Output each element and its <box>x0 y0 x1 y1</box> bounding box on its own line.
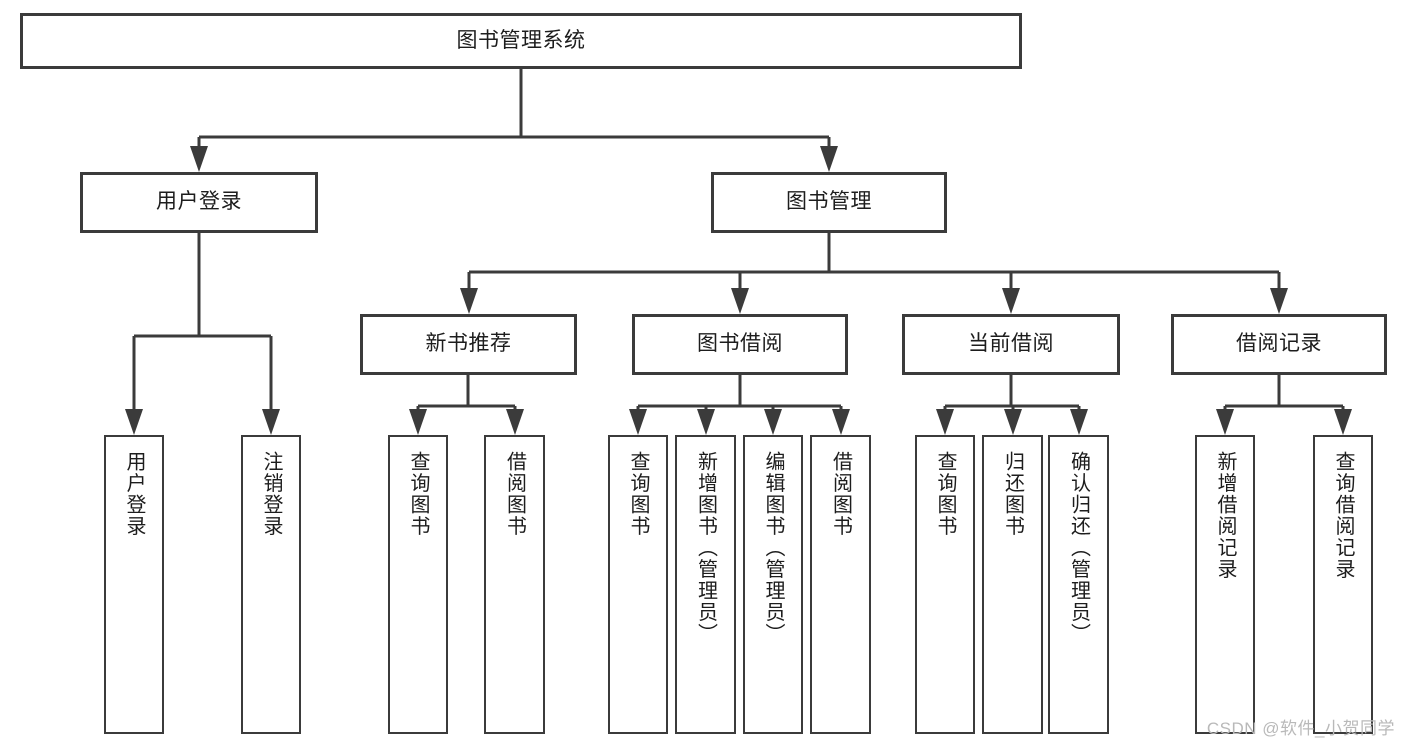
node-leaf_10[interactable]: 确认归还（管理员） <box>1048 435 1109 734</box>
node-label: 查询图书 <box>407 451 429 537</box>
node-leaf_8[interactable]: 查询图书 <box>915 435 975 734</box>
node-label: 用户登录 <box>123 451 145 537</box>
node-label: 新增图书（管理员） <box>694 451 717 645</box>
node-label: 当前借阅 <box>968 332 1054 356</box>
node-l3_2[interactable]: 当前借阅 <box>902 314 1120 375</box>
node-label: 查询图书 <box>934 451 956 537</box>
node-label: 查询借阅记录 <box>1332 451 1354 580</box>
arrow-head-icon <box>764 409 782 435</box>
node-label: 借阅图书 <box>503 451 526 537</box>
node-l3_3[interactable]: 借阅记录 <box>1171 314 1387 375</box>
arrow-head-icon <box>262 409 280 435</box>
arrow-head-icon <box>731 288 749 314</box>
node-root[interactable]: 图书管理系统 <box>20 13 1022 69</box>
node-label: 确认归还（管理员） <box>1067 451 1090 645</box>
arrow-head-icon <box>820 146 838 172</box>
arrow-head-icon <box>1334 409 1352 435</box>
arrow-head-icon <box>936 409 954 435</box>
arrow-head-icon <box>125 409 143 435</box>
node-leaf_3[interactable]: 借阅图书 <box>484 435 545 734</box>
node-label: 编辑图书（管理员） <box>762 451 784 645</box>
node-label: 新增借阅记录 <box>1214 451 1236 580</box>
node-label: 图书借阅 <box>697 332 783 356</box>
node-label: 借阅图书 <box>829 451 852 537</box>
node-label: 新书推荐 <box>425 332 512 356</box>
arrow-head-icon <box>1270 288 1288 314</box>
node-leaf_6[interactable]: 编辑图书（管理员） <box>743 435 803 734</box>
node-leaf_11[interactable]: 新增借阅记录 <box>1195 435 1255 734</box>
node-label: 归还图书 <box>1001 451 1024 537</box>
node-leaf_2[interactable]: 查询图书 <box>388 435 448 734</box>
arrow-head-icon <box>506 409 524 435</box>
arrow-head-icon <box>697 409 715 435</box>
node-leaf_12[interactable]: 查询借阅记录 <box>1313 435 1373 734</box>
node-l2_1[interactable]: 图书管理 <box>711 172 947 233</box>
arrow-head-icon <box>409 409 427 435</box>
node-l3_0[interactable]: 新书推荐 <box>360 314 577 375</box>
arrow-head-icon <box>190 146 208 172</box>
node-leaf_0[interactable]: 用户登录 <box>104 435 164 734</box>
node-label: 查询图书 <box>627 451 649 537</box>
arrow-head-icon <box>460 288 478 314</box>
arrow-head-icon <box>1070 409 1088 435</box>
arrow-head-icon <box>629 409 647 435</box>
arrow-head-icon <box>832 409 850 435</box>
node-label: 图书管理系统 <box>456 28 586 52</box>
node-l2_0[interactable]: 用户登录 <box>80 172 318 233</box>
watermark-text: CSDN @软件_小贺同学 <box>1206 719 1395 738</box>
arrow-head-icon <box>1002 288 1020 314</box>
node-leaf_7[interactable]: 借阅图书 <box>810 435 871 734</box>
node-l3_1[interactable]: 图书借阅 <box>632 314 848 375</box>
node-leaf_4[interactable]: 查询图书 <box>608 435 668 734</box>
node-label: 用户登录 <box>156 190 242 214</box>
node-leaf_1[interactable]: 注销登录 <box>241 435 301 734</box>
arrow-head-icon <box>1004 409 1022 435</box>
node-leaf_5[interactable]: 新增图书（管理员） <box>675 435 736 734</box>
node-label: 借阅记录 <box>1236 332 1322 356</box>
node-label: 图书管理 <box>786 190 872 214</box>
node-leaf_9[interactable]: 归还图书 <box>982 435 1043 734</box>
node-label: 注销登录 <box>260 451 282 537</box>
arrow-head-icon <box>1216 409 1234 435</box>
